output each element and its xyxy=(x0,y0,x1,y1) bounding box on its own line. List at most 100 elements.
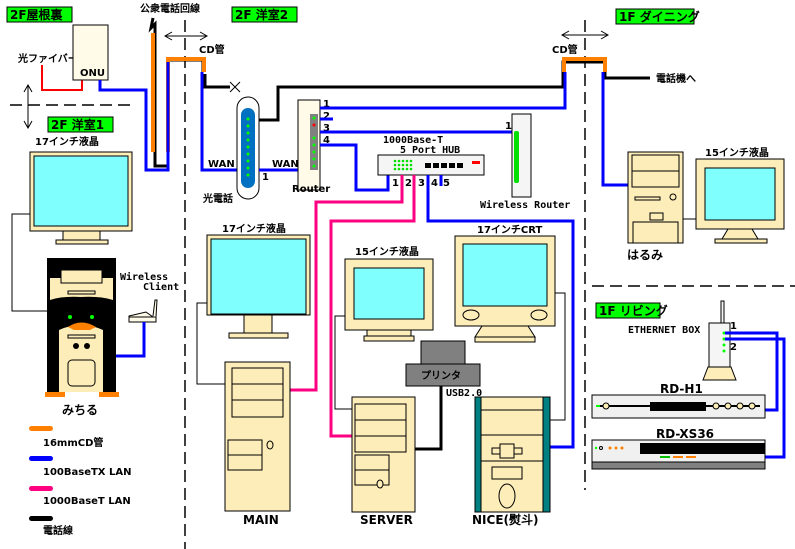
svg-text:2F屋根裏: 2F屋根裏 xyxy=(10,7,64,22)
computer-label-main: MAIN xyxy=(243,513,279,527)
disconnect-mark xyxy=(229,81,241,93)
harumi-tower xyxy=(627,151,684,244)
hub-port-label: 3 xyxy=(418,178,425,189)
computer-label-server: SERVER xyxy=(360,513,413,527)
monitor-label: 17インチCRT xyxy=(477,224,543,236)
usb-cable xyxy=(415,386,443,451)
direction-arrows xyxy=(23,30,610,130)
phone-line xyxy=(148,17,205,168)
ethernet-box-label: ETHERNET BOX xyxy=(628,325,700,336)
hub-port-label: 1 xyxy=(392,178,399,189)
monitor-label: 17インチ液晶 xyxy=(35,135,99,148)
harumi-monitor xyxy=(695,158,785,244)
wireless-router xyxy=(511,113,532,198)
legend-swatch xyxy=(29,486,53,491)
rd-xs36-recorder xyxy=(591,439,766,470)
router-label: Router xyxy=(292,184,330,195)
ethernet-port-label: 1 xyxy=(730,321,737,332)
svg-text:プリンタ: プリンタ xyxy=(421,369,461,382)
monitor-cable xyxy=(537,292,566,421)
printer: プリンタ xyxy=(405,340,481,387)
lan-cable xyxy=(320,72,567,110)
legend: 16mmCD管 100BaseTX LAN 1000BaseT LAN 電話線 xyxy=(29,426,131,537)
legend-label: 電話線 xyxy=(43,524,73,537)
lan-cable xyxy=(601,72,628,187)
legend-swatch xyxy=(29,456,53,461)
to-phone-label: 電話機へ xyxy=(656,72,696,85)
phone-line xyxy=(259,60,650,122)
main-tower xyxy=(224,361,291,512)
phone-port-label: 1 xyxy=(262,172,269,183)
computer-label-nice: NICE(熨斗) xyxy=(472,512,538,527)
cd-pipe-label: CD管 xyxy=(199,43,225,56)
legend-label: 1000BaseT LAN xyxy=(43,496,131,507)
hub-port-label: 4 xyxy=(431,178,438,189)
router-port-label: 1 xyxy=(323,99,330,110)
lan-cable xyxy=(200,72,238,172)
michiru-penguin-tower xyxy=(45,258,119,397)
recorder-label: RD-XS36 xyxy=(656,427,714,441)
cd-pipe xyxy=(562,57,607,72)
wan-label: WAN xyxy=(208,159,235,170)
hub-port-label: 2 xyxy=(405,178,412,189)
wireless-router-label: Wireless Router xyxy=(480,199,570,211)
michiru-monitor xyxy=(29,151,133,245)
lan-cable xyxy=(98,62,170,172)
server-tower xyxy=(351,396,416,513)
main-monitor xyxy=(206,234,311,339)
monitor-cable xyxy=(196,302,225,385)
router-port-label: 2 xyxy=(323,111,330,122)
wireless-client-label: Client xyxy=(143,281,179,293)
onu: ONU xyxy=(72,24,109,81)
fiber-label: 光ファイバー xyxy=(17,52,78,65)
svg-text:2F 洋室2: 2F 洋室2 xyxy=(235,7,288,22)
lan-cable xyxy=(725,337,786,459)
hub-port-label: 5 xyxy=(443,178,450,189)
monitor-cable xyxy=(11,213,47,312)
lan-cable xyxy=(426,175,575,449)
room-label-dining: 1F ダイニング xyxy=(615,8,700,25)
cd-pipe xyxy=(166,57,206,152)
router-port-label: 4 xyxy=(323,135,330,146)
monitor-cable xyxy=(334,315,352,410)
lan-cable xyxy=(116,322,146,358)
monitor-label: 17インチ液晶 xyxy=(222,222,286,235)
wan-label: WAN xyxy=(272,159,299,170)
wireless-client xyxy=(128,299,158,323)
server-monitor xyxy=(344,258,434,342)
hub xyxy=(377,154,485,176)
legend-swatch xyxy=(29,516,53,521)
fiber-line xyxy=(41,65,83,91)
nice-tower xyxy=(474,396,551,513)
monitor-label: 15インチ液晶 xyxy=(355,245,419,258)
ethernet-port-label: 2 xyxy=(730,342,737,353)
svg-text:2F 洋室1: 2F 洋室1 xyxy=(51,117,104,132)
legend-label: 100BaseTX LAN xyxy=(43,467,131,478)
lan-cable xyxy=(320,143,390,192)
svg-text:ONU: ONU xyxy=(80,68,105,79)
room-label-western1: 2F 洋室1 xyxy=(47,116,114,133)
router xyxy=(297,99,321,191)
ethernet-box xyxy=(702,300,737,381)
svg-text:1F リビング: 1F リビング xyxy=(599,303,668,318)
legend-label: 16mmCD管 xyxy=(43,436,103,449)
room-label-attic: 2F屋根裏 xyxy=(6,6,73,23)
computer-label-michiru: みちる xyxy=(62,403,98,417)
hub-label: 5 Port HUB xyxy=(400,145,460,156)
hikari-phone-label: 光電話 xyxy=(202,192,233,205)
router-port-label: 3 xyxy=(323,123,330,134)
room-label-western2: 2F 洋室2 xyxy=(231,6,298,23)
phone-line xyxy=(203,74,230,89)
hikari-phone xyxy=(236,96,260,200)
public-line-label: 公衆電話回線 xyxy=(140,2,200,15)
usb-label: USB2.0 xyxy=(446,388,482,399)
lan-cable xyxy=(725,331,779,412)
wireless-client-label: Wireless xyxy=(120,271,168,283)
gigabit-cable xyxy=(290,175,404,392)
room-label-living: 1F リビング xyxy=(595,302,668,319)
wireless-router-port-label: 1 xyxy=(505,121,512,132)
svg-text:1F ダイニング: 1F ダイニング xyxy=(619,9,700,24)
legend-swatch xyxy=(29,426,53,431)
cd-pipe-label: CD管 xyxy=(552,43,578,56)
